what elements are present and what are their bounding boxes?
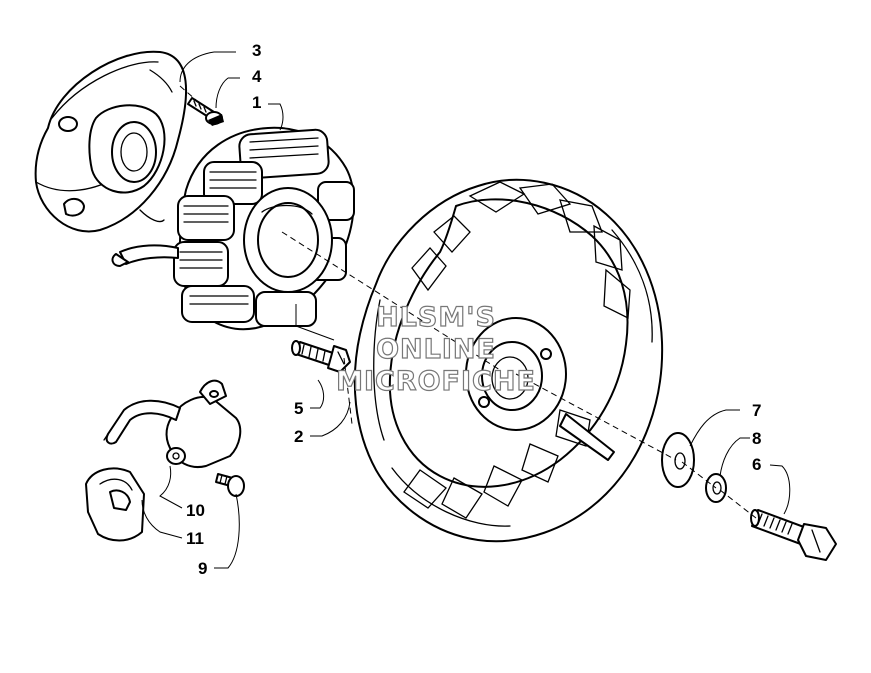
flat-washer <box>661 432 695 488</box>
callout-labels: 3 4 1 5 2 10 11 9 7 8 6 <box>186 41 761 578</box>
stator-plate <box>34 50 187 233</box>
watermark-line-2: ONLINE <box>376 334 496 365</box>
coil-clamp <box>85 467 145 542</box>
stator-screw <box>187 97 224 126</box>
leader-lines <box>141 51 791 569</box>
callout-4: 4 <box>252 67 262 86</box>
stator-bolt <box>291 340 351 373</box>
callout-3: 3 <box>252 41 261 60</box>
callout-2: 2 <box>294 427 303 446</box>
callout-8: 8 <box>752 429 761 448</box>
assembly-lines <box>179 85 757 519</box>
callout-5: 5 <box>294 399 303 418</box>
pickup-coil <box>103 379 242 468</box>
callout-11: 11 <box>186 529 204 548</box>
watermark-line-3: MICROFICHE <box>336 366 536 397</box>
callout-10: 10 <box>186 501 205 520</box>
coil-screw <box>215 473 245 497</box>
stator-assembly <box>111 126 355 331</box>
flywheel <box>353 178 664 543</box>
watermark: HLSM'S ONLINE MICROFICHE <box>335 301 536 397</box>
flywheel-bolt <box>750 509 837 561</box>
watermark-line-1: HLSM'S <box>376 302 496 333</box>
callout-7: 7 <box>752 401 761 420</box>
callout-9: 9 <box>198 559 207 578</box>
callout-1: 1 <box>252 93 261 112</box>
callout-6: 6 <box>752 455 761 474</box>
